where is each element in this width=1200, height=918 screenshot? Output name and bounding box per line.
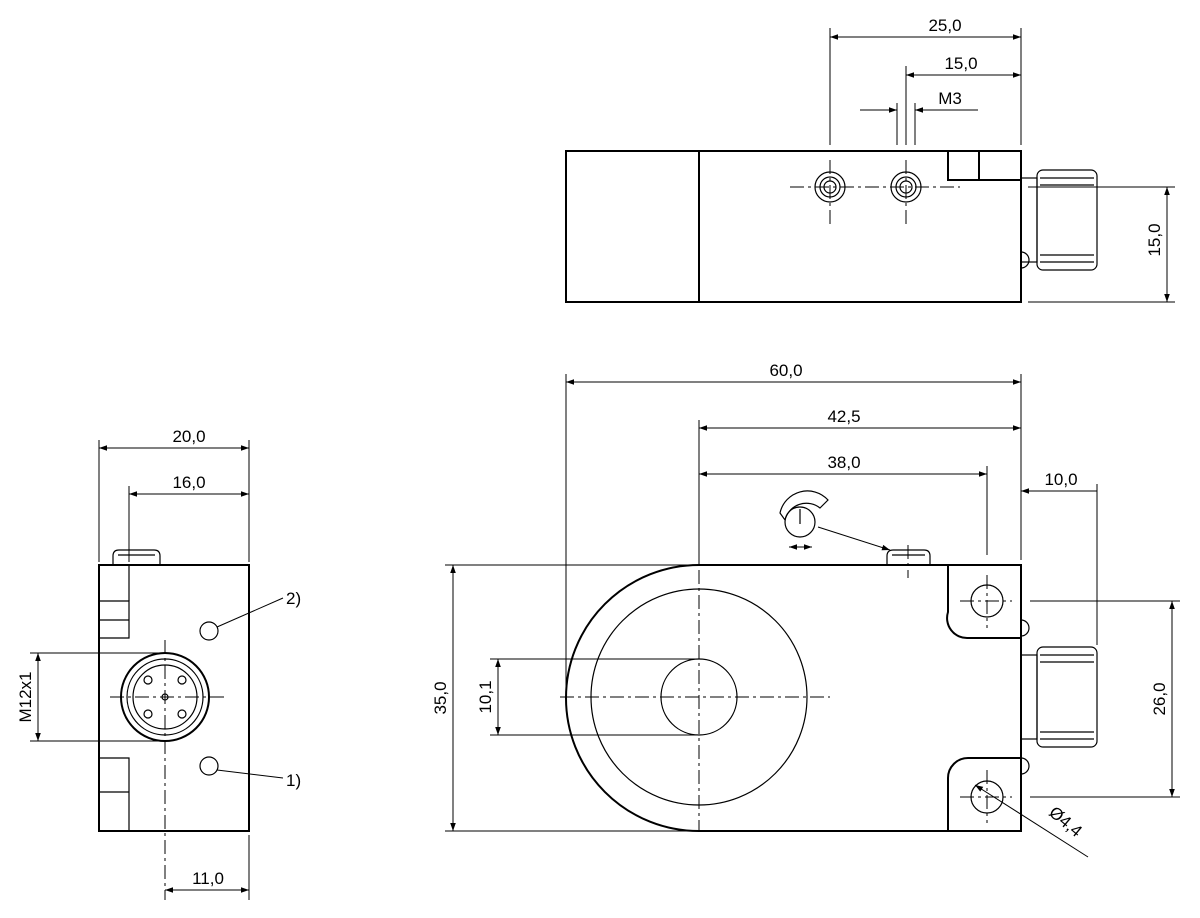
connector-front-view [1020, 619, 1098, 775]
dim-main-10: 10,0 [1044, 470, 1077, 489]
top-view-body [565, 150, 1022, 303]
dim-top-15-vertical: 15,0 [1145, 223, 1164, 256]
dim-main-35: 35,0 [431, 681, 450, 714]
dim-main-26: 26,0 [1150, 682, 1169, 715]
dim-main-42-5: 42,5 [827, 407, 860, 426]
dim-main-60: 60,0 [769, 361, 802, 380]
dim-top-15: 15,0 [944, 54, 977, 73]
dim-top-25: 25,0 [928, 16, 961, 35]
dim-main-38: 38,0 [827, 453, 860, 472]
dim-side-20: 20,0 [172, 427, 205, 446]
side-view-body [98, 564, 250, 832]
led-2 [199, 621, 219, 641]
led-1 [199, 756, 219, 776]
dim-side-m12: M12x1 [16, 671, 35, 722]
callout-2: 2) [286, 589, 301, 608]
dim-side-11: 11,0 [192, 869, 224, 888]
connector-top-view [1020, 169, 1098, 271]
dim-main-10-1: 10,1 [476, 680, 495, 713]
potentiometer-symbol [779, 490, 891, 551]
dim-main-diameter: Ø4,4 [1045, 803, 1085, 841]
front-view: 60,0 42,5 38,0 10,0 35,0 10,1 26,0 Ø4,4 [431, 361, 1180, 858]
dim-side-16: 16,0 [172, 473, 205, 492]
top-view: 25,0 15,0 M3 15,0 [565, 16, 1175, 303]
side-view: 2) 1) 20,0 16,0 11,0 M12x1 [16, 427, 301, 900]
callout-1: 1) [286, 771, 301, 790]
dim-top-m3: M3 [938, 89, 962, 108]
